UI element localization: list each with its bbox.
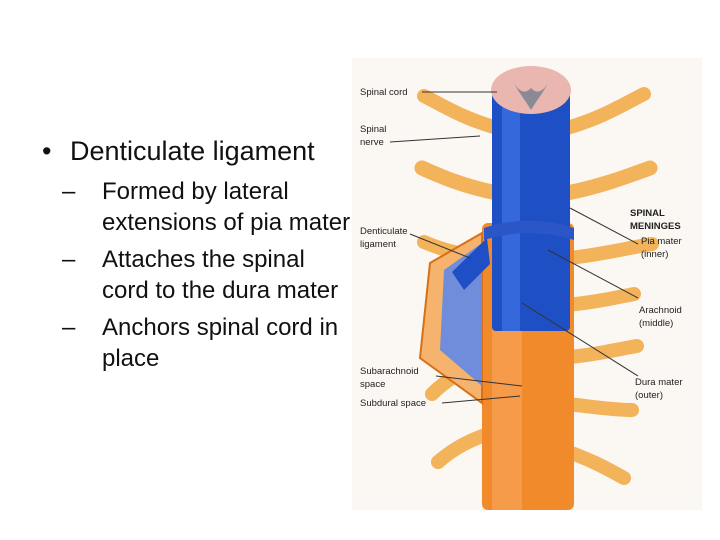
sub-bullet-text: Anchors spinal cord in place (102, 314, 339, 372)
spinal-meninges-illustration: Spinal cord Spinal nerve Denticulate lig… (352, 58, 702, 510)
bullet-item-main: • Denticulate ligament (40, 132, 355, 170)
dash-marker: – (62, 246, 76, 273)
label-subarachnoid-space: Subarachnoid (360, 366, 419, 377)
cord-highlight (502, 86, 520, 331)
sub-bullet-text: Formed by lateral extensions of pia mate… (102, 178, 351, 236)
label-subdural-space: Subdural space (360, 398, 426, 409)
sub-bullet-item: – Formed by lateral extensions of pia ma… (40, 176, 355, 238)
label-denticulate-ligament: Denticulate (360, 226, 408, 237)
spinal-nerve-root (563, 237, 659, 265)
spinal-nerve-root (414, 160, 505, 201)
label-pia-mater: (inner) (641, 249, 668, 260)
denticulate-ligament-shape (452, 238, 490, 290)
sub-bullet-item: – Attaches the spinal cord to the dura m… (40, 244, 355, 306)
gray-matter-butterfly (512, 80, 550, 110)
bullet-main-text: Denticulate ligament (70, 136, 315, 166)
dash-marker: – (62, 178, 76, 205)
figure-labels: Spinal cord Spinal nerve Denticulate lig… (360, 87, 683, 409)
label-arachnoid: (middle) (639, 318, 673, 329)
bullet-marker: • (42, 136, 52, 166)
label-dura-mater: Dura mater (635, 377, 683, 388)
leader-line (521, 302, 639, 377)
label-spinal-nerve: Spinal (360, 124, 386, 135)
label-arachnoid: Arachnoid (639, 305, 682, 316)
label-pia-mater: Pia mater (641, 236, 682, 247)
label-spinal-cord: Spinal cord (360, 87, 408, 98)
bullet-list: • Denticulate ligament – Formed by later… (40, 132, 355, 374)
spinal-nerve-root (559, 160, 658, 201)
leader-line (435, 375, 523, 387)
spinal-nerve-root (560, 87, 651, 135)
label-dura-mater: (outer) (635, 390, 663, 401)
spinal-nerve-root (417, 89, 504, 135)
label-denticulate-ligament: ligament (360, 239, 396, 250)
label-spinal-nerve: nerve (360, 137, 384, 148)
sub-bullet-text: Attaches the spinal cord to the dura mat… (102, 246, 339, 304)
leader-line (409, 233, 471, 259)
label-subarachnoid-space: space (360, 379, 385, 390)
pia-edge-band (484, 220, 574, 240)
leader-line (569, 207, 639, 245)
label-spinal-meninges: MENINGES (630, 221, 681, 232)
dash-marker: – (62, 314, 76, 341)
leader-line (441, 395, 521, 404)
leader-line (547, 249, 639, 299)
leader-line (389, 135, 481, 143)
leader-lines (389, 91, 639, 404)
anatomy-figure: Spinal cord Spinal nerve Denticulate lig… (352, 58, 702, 510)
sub-bullet-item: – Anchors spinal cord in place (40, 312, 355, 374)
label-spinal-meninges: SPINAL (630, 208, 665, 219)
